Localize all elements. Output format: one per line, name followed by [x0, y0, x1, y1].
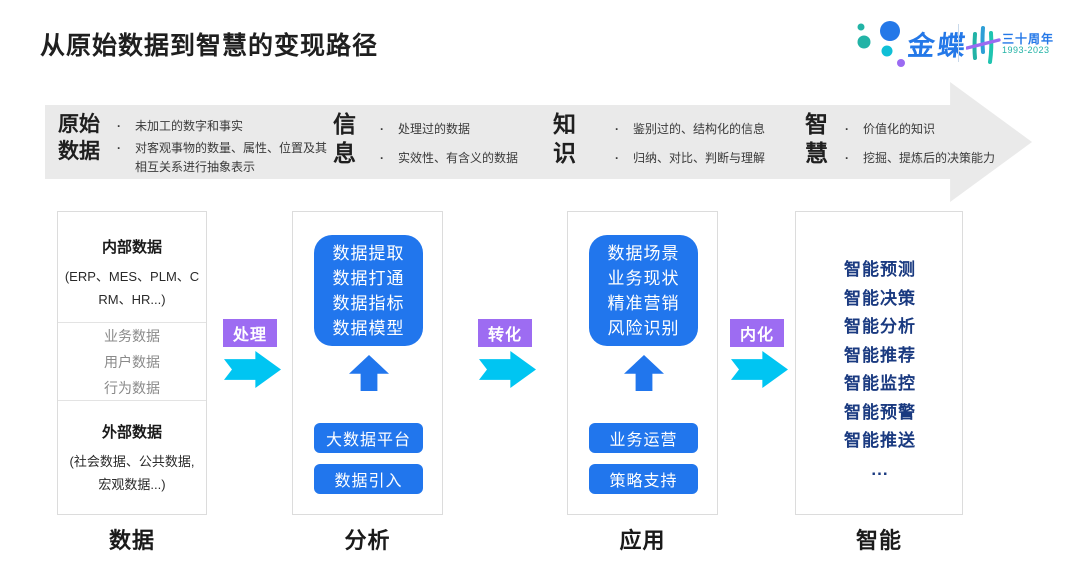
kingdee-logo: 金蝶 三十周年 1993-2023: [850, 14, 1076, 72]
bullet-item: ·鉴别过的、结构化的信息: [615, 120, 800, 139]
bullet-item: ·对客观事物的数量、属性、位置及其相互关系进行抽象表示: [117, 139, 329, 177]
big-box-line: 精准营销: [607, 293, 680, 313]
analysis-column-box: 数据提取 数据打通 数据指标 数据模型 大数据平台 数据引入: [292, 211, 443, 515]
bullet-item: ·价值化的知识: [845, 120, 1020, 139]
analysis-big-box: 数据提取 数据打通 数据指标 数据模型: [314, 235, 423, 346]
column-label-data: 数据: [108, 528, 155, 553]
application-column-box: 数据场景 业务现状 精准营销 风险识别 业务运营 策略支持: [567, 211, 718, 515]
connector-label-transform: 转化: [478, 319, 532, 347]
bullet-item: ·实效性、有含义的数据: [380, 149, 550, 168]
stage-bullets-knowledge: ·鉴别过的、结构化的信息 ·归纳、对比、判断与理解: [615, 120, 800, 168]
intelligence-item: 智能分析: [844, 317, 916, 336]
column-label-intelligence: 智能: [855, 528, 902, 553]
up-arrow-icon: [349, 355, 389, 391]
thirty-mark-icon: [966, 26, 1001, 64]
bullet-item: ·挖掘、提炼后的决策能力: [845, 149, 1020, 168]
big-box-line: 数据模型: [332, 318, 405, 338]
connector-label-internalize: 内化: [730, 319, 784, 347]
right-arrow-icon: [224, 351, 281, 388]
intelligence-item: 智能决策: [844, 288, 916, 308]
external-data-title: 外部数据: [101, 424, 162, 441]
bullet-dot: ·: [380, 151, 384, 166]
stage-bullets-wisdom: ·价值化的知识 ·挖掘、提炼后的决策能力: [845, 120, 1020, 168]
stage-heading-knowledge: 知识: [553, 111, 576, 167]
bullet-dot: ·: [845, 151, 849, 166]
intelligence-item: 智能预警: [844, 402, 916, 422]
application-button-operation: 业务运营: [589, 423, 698, 453]
column-label-application: 应用: [619, 528, 666, 553]
bullet-item: ·归纳、对比、判断与理解: [615, 149, 800, 168]
intelligence-item: 智能推荐: [844, 345, 916, 365]
bullet-dot: ·: [117, 119, 121, 133]
external-data-subtitle: (社会数据、公共数据, 宏观数据...): [69, 454, 195, 493]
bullet-dot: ·: [380, 122, 384, 136]
stage-bullets-raw-data: ·未加工的数字和事实 ·对客观事物的数量、属性、位置及其相互关系进行抽象表示: [117, 117, 329, 178]
right-arrow-icon: [731, 351, 788, 388]
bullet-dot: ·: [845, 122, 849, 136]
column-label-analysis: 分析: [344, 528, 391, 553]
intelligence-item-ellipsis: ...: [871, 459, 889, 479]
big-box-line: 业务现状: [607, 268, 680, 288]
anniversary-years: 1993-2023: [1002, 45, 1050, 55]
internal-data-title: 内部数据: [101, 239, 162, 256]
brand-name: 金蝶: [906, 31, 970, 61]
section-divider: [58, 400, 206, 401]
data-type-item: 业务数据: [104, 328, 160, 344]
right-arrow-icon: [479, 351, 536, 388]
section-divider: [58, 322, 206, 323]
logo-divider: [958, 24, 959, 62]
bullet-dot: ·: [117, 141, 121, 156]
application-button-strategy: 策略支持: [589, 464, 698, 494]
stage-heading-raw-data: 原始数据: [58, 113, 100, 163]
big-box-line: 数据提取: [332, 243, 405, 263]
butterfly-dots-icon: [857, 21, 905, 67]
data-type-item: 用户数据: [104, 354, 160, 370]
big-box-line: 数据打通: [332, 268, 405, 288]
application-big-box: 数据场景 业务现状 精准营销 风险识别: [589, 235, 698, 346]
big-box-line: 数据指标: [332, 293, 405, 313]
internal-data-subtitle: (ERP、MES、PLM、CRM、HR...): [64, 269, 200, 308]
stage-heading-information: 信息: [333, 111, 356, 167]
bullet-dot: ·: [615, 151, 619, 166]
data-type-item: 行为数据: [104, 380, 160, 396]
connector-label-process: 处理: [223, 319, 277, 347]
intelligence-item: 智能监控: [844, 374, 916, 393]
analysis-button-platform: 大数据平台: [314, 423, 423, 453]
external-data-section: 外部数据 (社会数据、公共数据, 宏观数据...): [58, 401, 206, 497]
page-title: 从原始数据到智慧的变现路径: [40, 32, 379, 60]
dikw-banner-arrow: 原始数据 ·未加工的数字和事实 ·对客观事物的数量、属性、位置及其相互关系进行抽…: [45, 82, 1032, 202]
intelligence-item: 智能预测: [844, 260, 916, 279]
bullet-item: ·未加工的数字和事实: [117, 117, 329, 136]
stage-heading-wisdom: 智慧: [805, 111, 828, 167]
intelligence-column-box: 智能预测 智能决策 智能分析 智能推荐 智能监控 智能预警 智能推送 ...: [795, 211, 963, 515]
stage-bullets-information: ·处理过的数据 ·实效性、有含义的数据: [380, 120, 550, 168]
analysis-button-ingest: 数据引入: [314, 464, 423, 494]
anniversary-text: 三十周年: [1002, 32, 1055, 46]
internal-data-section: 内部数据 (ERP、MES、PLM、CRM、HR...): [58, 212, 206, 322]
big-box-line: 风险识别: [607, 318, 680, 338]
bullet-item: ·处理过的数据: [380, 120, 550, 139]
big-box-line: 数据场景: [607, 243, 680, 263]
intelligence-item-list: 智能预测 智能决策 智能分析 智能推荐 智能监控 智能预警 智能推送 ...: [796, 256, 964, 484]
bullet-dot: ·: [615, 122, 619, 136]
data-column-box: 内部数据 (ERP、MES、PLM、CRM、HR...) 业务数据 用户数据 行…: [57, 211, 207, 515]
up-arrow-icon: [624, 355, 664, 391]
intelligence-item: 智能推送: [844, 431, 916, 450]
data-type-section: 业务数据 用户数据 行为数据: [58, 323, 206, 400]
